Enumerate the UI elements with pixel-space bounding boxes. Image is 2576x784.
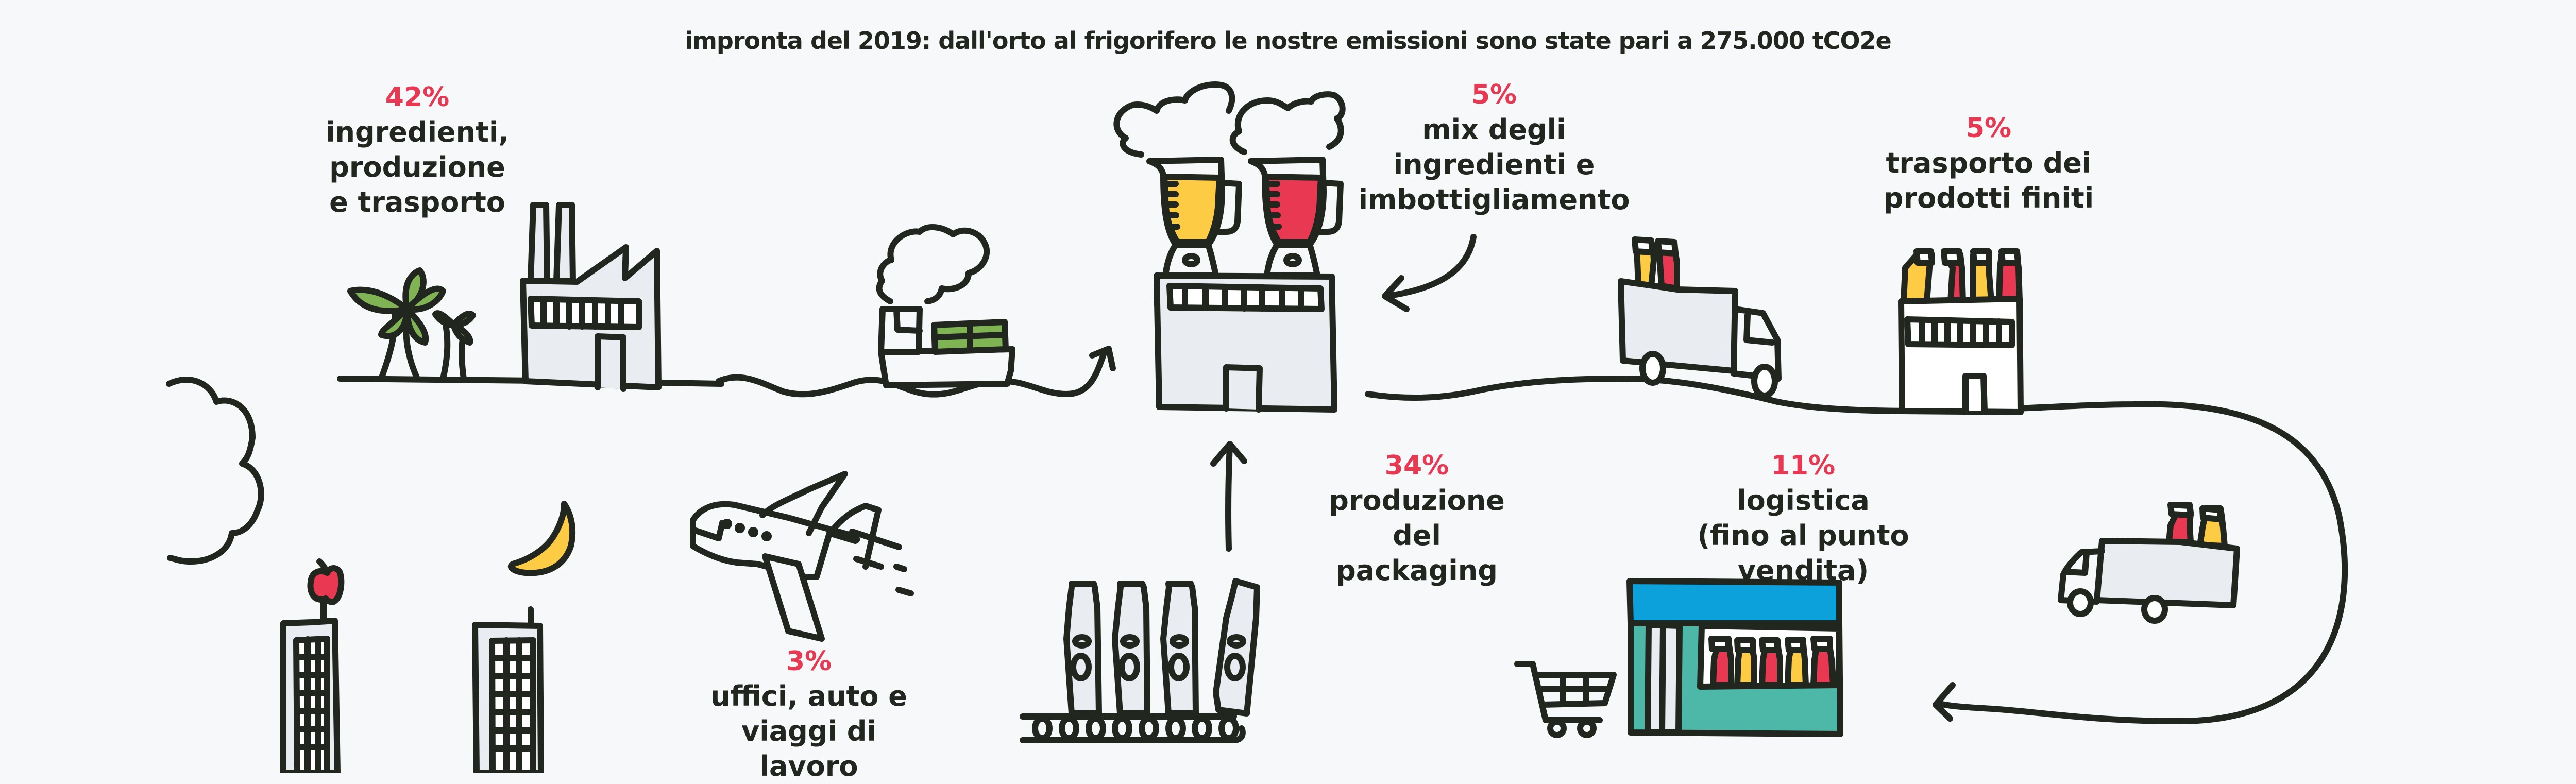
delivery-truck-icon — [1618, 236, 1782, 399]
factory-icon — [520, 202, 662, 392]
stage-label: mix degli ingredienti e imbottigliamento — [1358, 113, 1630, 216]
stage-transport: 5% trasporto dei prodotti finiti — [1880, 111, 2097, 216]
logistics-truck-icon — [2058, 502, 2240, 624]
up-arrow-from-packaging — [1210, 441, 1247, 552]
stage-packaging: 34% produzione del packaging — [1309, 448, 1525, 588]
office-building-banana-icon — [472, 501, 576, 773]
stage-percent: 5% — [1471, 79, 1517, 110]
stage-label: logistica (fino al punto vendita) — [1697, 484, 1909, 587]
store-icon — [1626, 578, 1843, 737]
sea-wave-path — [716, 346, 1116, 398]
shopping-cart-icon — [1514, 661, 1617, 738]
cargo-ship-icon — [876, 224, 1015, 388]
stage-mixing: 5% mix degli ingredienti e imbottigliame… — [1345, 77, 1643, 217]
stage-percent: 11% — [1771, 450, 1836, 481]
stage-percent: 5% — [1965, 113, 2012, 144]
stage-label: produzione del packaging — [1329, 484, 1505, 587]
bottle-conveyor-icon — [1020, 578, 1260, 743]
warehouse-icon — [1898, 248, 2024, 415]
stage-label: trasporto dei prodotti finiti — [1883, 147, 2094, 214]
stage-percent: 3% — [786, 646, 832, 677]
stage-label: ingredienti, produzione e trasporto — [326, 116, 509, 218]
infographic-title: impronta del 2019: dall'orto al frigorif… — [685, 27, 1892, 55]
stage-ingredients: 42% ingredienti, produzione e trasporto — [319, 80, 515, 220]
curved-arrow-to-blender — [1382, 234, 1477, 312]
airplane-icon — [690, 471, 914, 642]
road-path — [1365, 376, 2348, 724]
palm-tree-icon — [347, 267, 476, 382]
emission-cloud-icon — [166, 377, 264, 565]
stage-percent: 34% — [1384, 450, 1449, 481]
stage-offices: 3% uffici, auto e viaggi di lavoro — [693, 644, 925, 784]
stage-label: uffici, auto e viaggi di lavoro — [710, 680, 907, 782]
stage-logistics: 11% logistica (fino al punto vendita) — [1633, 448, 1973, 588]
office-building-apple-icon — [280, 558, 345, 773]
stage-percent: 42% — [385, 82, 450, 113]
blender-factory-icon — [1113, 81, 1346, 413]
